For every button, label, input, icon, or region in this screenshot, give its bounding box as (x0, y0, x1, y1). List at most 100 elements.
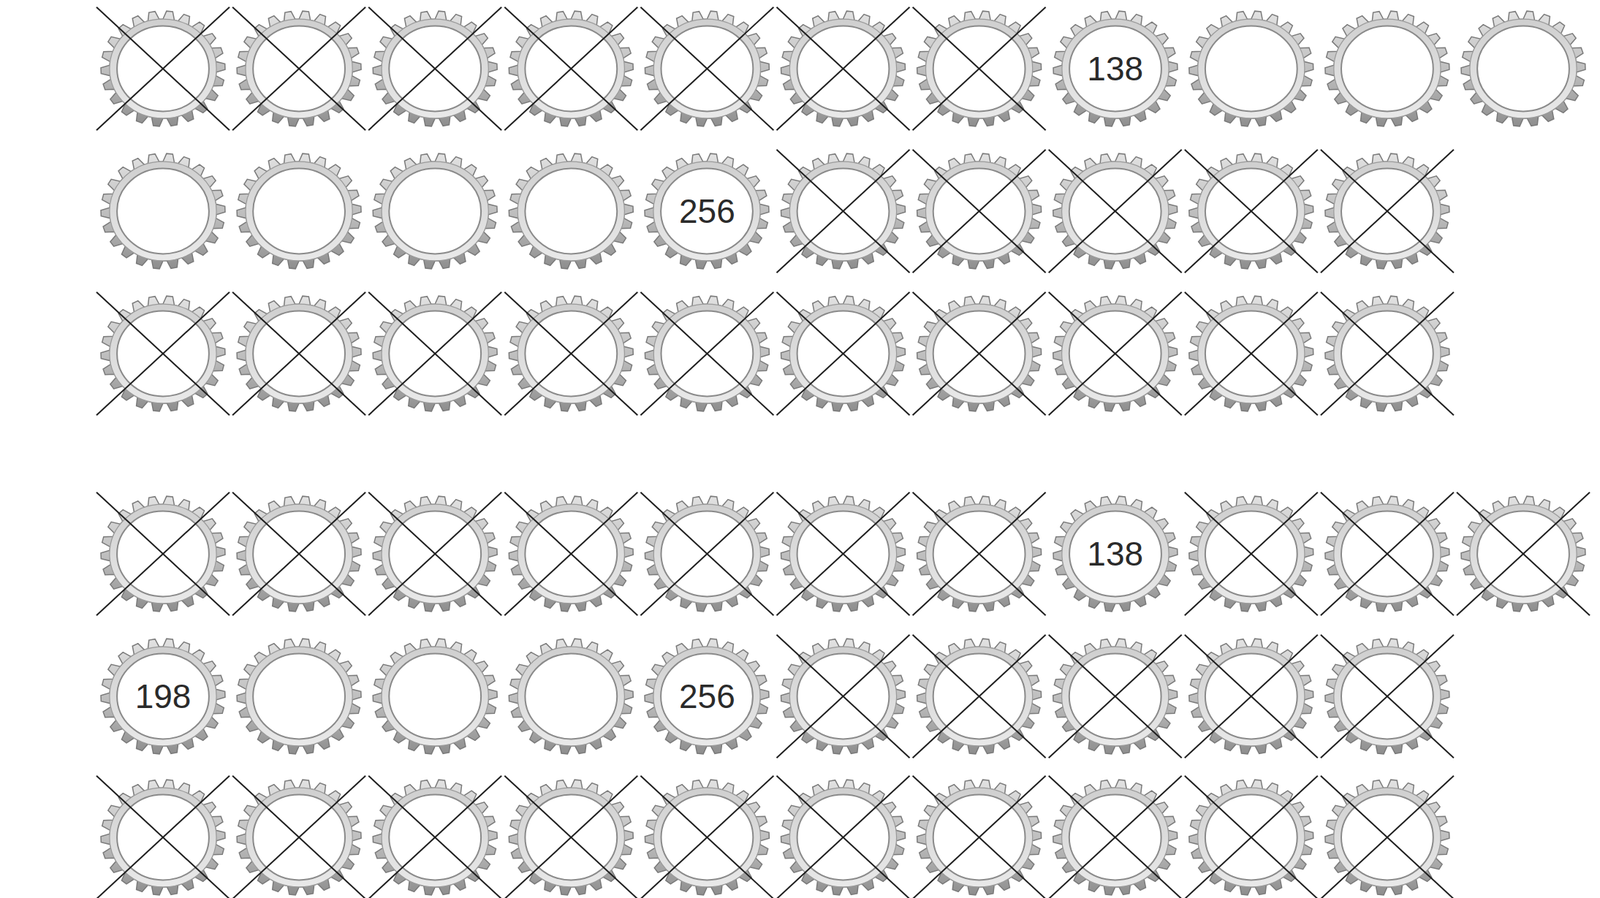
cap-number: 256 (679, 679, 736, 714)
cross-line (96, 292, 230, 416)
cross-line (368, 776, 502, 898)
cap-teeth (1053, 496, 1178, 612)
cross-line (1320, 149, 1454, 273)
cross-line (232, 492, 366, 616)
bottle-cap (372, 153, 498, 269)
cap-rim (381, 646, 489, 747)
cross-line (776, 149, 911, 273)
cross-line (1184, 492, 1318, 616)
bottle-cap (1320, 492, 1454, 616)
cross-line (368, 7, 502, 131)
cross-line (96, 492, 230, 616)
bottle-cap: 198 (99, 637, 227, 756)
bottle-cap (504, 292, 638, 416)
cross-line (1320, 635, 1454, 758)
cross-line (1048, 635, 1182, 758)
cap-rim (1469, 19, 1577, 119)
bottle-cap (508, 153, 633, 269)
cross-line (640, 292, 774, 416)
bottle-cap (640, 7, 774, 131)
bottle-cap (640, 776, 774, 898)
cap-teeth (236, 153, 362, 269)
cap-rim (517, 161, 625, 261)
cross-line (96, 7, 230, 131)
cross-line (1320, 149, 1454, 273)
cap-rim (653, 161, 761, 261)
cross-line (776, 492, 911, 616)
bottle-cap (1184, 776, 1318, 898)
cap-teeth (644, 638, 769, 755)
cross-line (232, 292, 366, 416)
bottle-cap (1320, 149, 1454, 273)
cross-line (96, 776, 230, 898)
bottle-cap (1456, 492, 1590, 616)
cross-line (640, 292, 774, 416)
bottle-cap (504, 492, 638, 616)
cross-line (96, 7, 230, 131)
cap-number: 138 (1086, 51, 1144, 86)
cap-face (1205, 26, 1298, 112)
cross-line (912, 149, 1046, 273)
bottle-cap (96, 776, 230, 898)
bottle-cap (776, 492, 911, 616)
bottle-cap (368, 492, 502, 616)
bottle-cap (1184, 292, 1318, 416)
cap-rim (245, 646, 353, 747)
cross-line (640, 7, 774, 131)
bottle-cap (912, 492, 1046, 616)
cross-line (1320, 292, 1454, 416)
cross-line (368, 492, 502, 616)
cross-line (776, 7, 911, 131)
cross-line (912, 7, 1046, 131)
cross-line (504, 776, 638, 898)
cap-teeth (644, 153, 769, 269)
bottle-cap: 256 (643, 152, 771, 271)
cap-rim (109, 161, 217, 261)
cross-line (368, 7, 502, 131)
bottle-cap (368, 292, 502, 416)
bottle-cap (96, 7, 230, 131)
cross-line (776, 492, 911, 616)
bottle-cap (1320, 776, 1454, 898)
cross-line (368, 492, 502, 616)
cross-line (1048, 635, 1182, 758)
cap-teeth (100, 638, 226, 755)
bottle-cap (1184, 492, 1318, 616)
bottle-cap (640, 292, 774, 416)
bottle-cap (368, 7, 502, 131)
bottle-cap (504, 776, 638, 898)
cross-line (232, 492, 366, 616)
bottle-cap (1048, 292, 1182, 416)
cross-line (912, 292, 1046, 416)
cross-line (1048, 149, 1182, 273)
bottle-cap (640, 492, 774, 616)
bottle-cap (912, 635, 1046, 758)
bottle-cap (776, 635, 911, 758)
cross-line (232, 776, 366, 898)
cross-line (912, 776, 1046, 898)
cap-teeth (236, 638, 362, 755)
cross-line (912, 492, 1046, 616)
cross-line (1320, 776, 1454, 898)
cap-face (1069, 26, 1162, 112)
cap-face (660, 168, 753, 255)
cap-face (1341, 26, 1434, 112)
cross-line (640, 776, 774, 898)
cross-line (1184, 635, 1318, 758)
cap-number: 256 (679, 194, 736, 229)
bottle-cap (96, 292, 230, 416)
bottle-cap: 256 (643, 637, 771, 756)
cap-rim (1062, 504, 1169, 604)
bottle-cap (100, 153, 226, 269)
cap-face (252, 654, 345, 740)
cross-line (776, 776, 911, 898)
cap-teeth (1189, 10, 1314, 127)
cross-line (504, 492, 638, 616)
cross-line (776, 292, 911, 416)
cap-number: 198 (135, 679, 192, 714)
cross-line (640, 492, 774, 616)
cross-line (1456, 492, 1590, 616)
cap-face (252, 168, 345, 255)
cross-line (1320, 635, 1454, 758)
